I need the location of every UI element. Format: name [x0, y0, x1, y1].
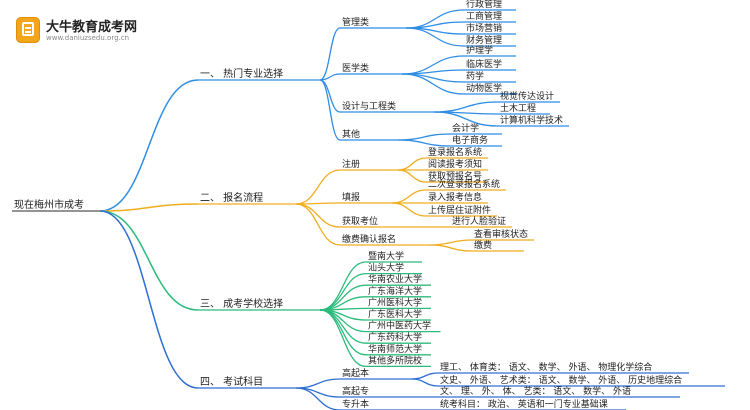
- branch-1-group-1-label: 管理类: [342, 16, 369, 28]
- branch-3-item-4: 广东海洋大学: [368, 285, 422, 297]
- branch-2-group-2-item-1-link: [391, 189, 427, 204]
- branch-3-item-2: 汕头大学: [368, 262, 404, 274]
- branch-2-group-4-item-2-link: [429, 244, 473, 252]
- branch-4-group-2-item-1: 文、 理、 外、 体、 艺类： 语文、 数学、 外语: [440, 385, 631, 397]
- branch-1-group-1-item-4-link: [405, 27, 465, 47]
- branch-1-group-4-link: [319, 79, 341, 141]
- branch-2-group-1-item-2: 阅读报考须知: [428, 158, 482, 170]
- branch-4-group-2-label: 高起专: [342, 385, 369, 397]
- branch-3-item-9: 华南师范大学: [368, 343, 422, 355]
- branch-3-item-10: 其他多所院校: [368, 354, 422, 366]
- branch-1-group-4-item-2: 电子商务: [452, 134, 488, 146]
- branch-2-group-2-item-3: 上传居住证附件: [428, 204, 491, 216]
- branch-3-link: [99, 210, 199, 311]
- branch-2-group-3-label: 获取考位: [342, 215, 378, 227]
- branch-2-group-4-item-1-link: [429, 239, 473, 246]
- branch-2-group-1-item-1-link: [397, 157, 427, 171]
- branch-1-label: 一、 热门专业选择: [200, 67, 283, 80]
- branch-1-group-1-item-1: 行政管理: [466, 0, 502, 10]
- branch-2-group-2-item-1: 二次登录报名系统: [428, 178, 500, 190]
- branch-2-group-1-item-3: 获取预报名号: [428, 170, 482, 182]
- branch-4-group-3-label: 专升本: [342, 398, 369, 410]
- branch-2-group-4-label: 缴费确认报名: [342, 233, 396, 245]
- branch-1-group-2-item-3: 药学: [466, 70, 484, 82]
- branch-1-group-4-label: 其他: [342, 128, 360, 140]
- branch-1-group-2-item-2: 临床医学: [466, 58, 502, 70]
- branch-1-group-1-item-3: 市场营销: [466, 22, 502, 34]
- branch-1-group-2-item-1: 护理学: [466, 44, 493, 56]
- branch-4-group-3-item-1: 统考科目： 政治、 英语和一门专业基础课: [440, 398, 608, 410]
- brand-logo: 大牛教育成考网 www.daniuzsedu.org.cn: [14, 14, 154, 48]
- branch-1-group-3-item-1: 视觉传达设计: [500, 90, 554, 102]
- branch-1-group-1-item-4: 财务管理: [466, 34, 502, 46]
- branch-3-item-8: 广东药科大学: [368, 331, 422, 343]
- branch-1-group-1-item-2: 工商管理: [466, 10, 502, 22]
- brand-url: www.daniuzsedu.org.cn: [46, 34, 130, 42]
- branch-1-group-3-item-2: 土木工程: [500, 102, 536, 114]
- branch-1-group-2-item-4-link: [401, 73, 465, 95]
- branch-2-link: [99, 203, 199, 212]
- branch-2-group-4-link: [295, 203, 341, 246]
- branch-3-item-2-link: [319, 272, 367, 311]
- branch-4-group-1-item-1-link: [411, 372, 439, 380]
- branch-2-label: 二、 报名流程: [200, 191, 263, 204]
- branch-4-group-1-link: [295, 378, 341, 389]
- branch-4-group-1-item-2: 文史、 外语、 艺术类： 语文、 数学、 外语、 历史地理综合: [440, 374, 682, 386]
- branch-2-group-4-item-2: 缴费: [474, 239, 492, 251]
- branch-3-item-10-link: [319, 309, 367, 368]
- branch-2-group-1-link: [295, 169, 341, 205]
- branch-1-group-3-item-3-link: [433, 111, 499, 127]
- branch-1-group-3-item-3: 计算机科学技术: [500, 114, 563, 126]
- branch-1-group-3-label: 设计与工程类: [342, 100, 396, 112]
- branch-3-item-5: 广州医科大学: [368, 296, 422, 308]
- branch-4-group-1-item-1: 理工、 体育类： 语文、 数学、 外语、 物理化学综合: [440, 361, 652, 373]
- branch-4-link: [99, 210, 199, 389]
- branch-1-group-2-item-2-link: [401, 69, 465, 75]
- branch-3-item-9-link: [319, 309, 367, 356]
- branch-3-item-7-link: [319, 309, 367, 333]
- branch-4-group-1-item-2-link: [411, 378, 439, 387]
- branch-4-group-3-link: [295, 387, 341, 410]
- branch-1-group-2-item-4: 动物医学: [466, 82, 502, 94]
- branch-3-item-3: 华南农业大学: [368, 273, 422, 285]
- branch-1-group-2-link: [319, 73, 341, 81]
- root-node: 现在梅州市成考: [14, 198, 84, 211]
- book-icon: [16, 17, 40, 43]
- branch-2-group-2-item-3-link: [391, 202, 427, 217]
- branch-1-group-2-item-1-link: [401, 55, 465, 75]
- branch-4-group-1-label: 高起本: [342, 367, 369, 379]
- branch-3-item-7: 广州中医药大学: [368, 320, 431, 332]
- branch-2-group-2-item-2: 录入报考信息: [428, 191, 482, 203]
- branch-3-item-6: 广东医科大学: [368, 308, 422, 320]
- branch-1-group-4-item-2-link: [397, 139, 451, 147]
- branch-2-group-1-label: 注册: [342, 158, 360, 170]
- branch-1-group-4-item-1: 会计学: [452, 122, 479, 134]
- branch-3-label: 三、 成考学校选择: [200, 297, 283, 310]
- branch-2-group-1-item-1: 登录报名系统: [428, 146, 482, 158]
- branch-3-item-1: 暨南大学: [368, 250, 404, 262]
- branch-1-group-1-link: [319, 27, 341, 81]
- branch-1-group-4-item-1-link: [397, 133, 451, 141]
- branch-2-group-3-item-1: 进行人脸验证: [452, 215, 506, 227]
- branch-2-group-4-item-1: 查看审核状态: [474, 228, 528, 240]
- brand-name: 大牛教育成考网: [46, 20, 138, 35]
- branch-1-group-1-item-2-link: [405, 21, 465, 29]
- branch-1-group-2-label: 医学类: [342, 62, 369, 74]
- branch-2-group-1-item-3-link: [397, 169, 427, 183]
- branch-2-group-2-label: 填报: [342, 191, 360, 203]
- branch-1-link: [99, 79, 199, 212]
- branch-4-label: 四、 考试科目: [200, 375, 263, 388]
- branch-1-group-3-item-1-link: [433, 101, 499, 113]
